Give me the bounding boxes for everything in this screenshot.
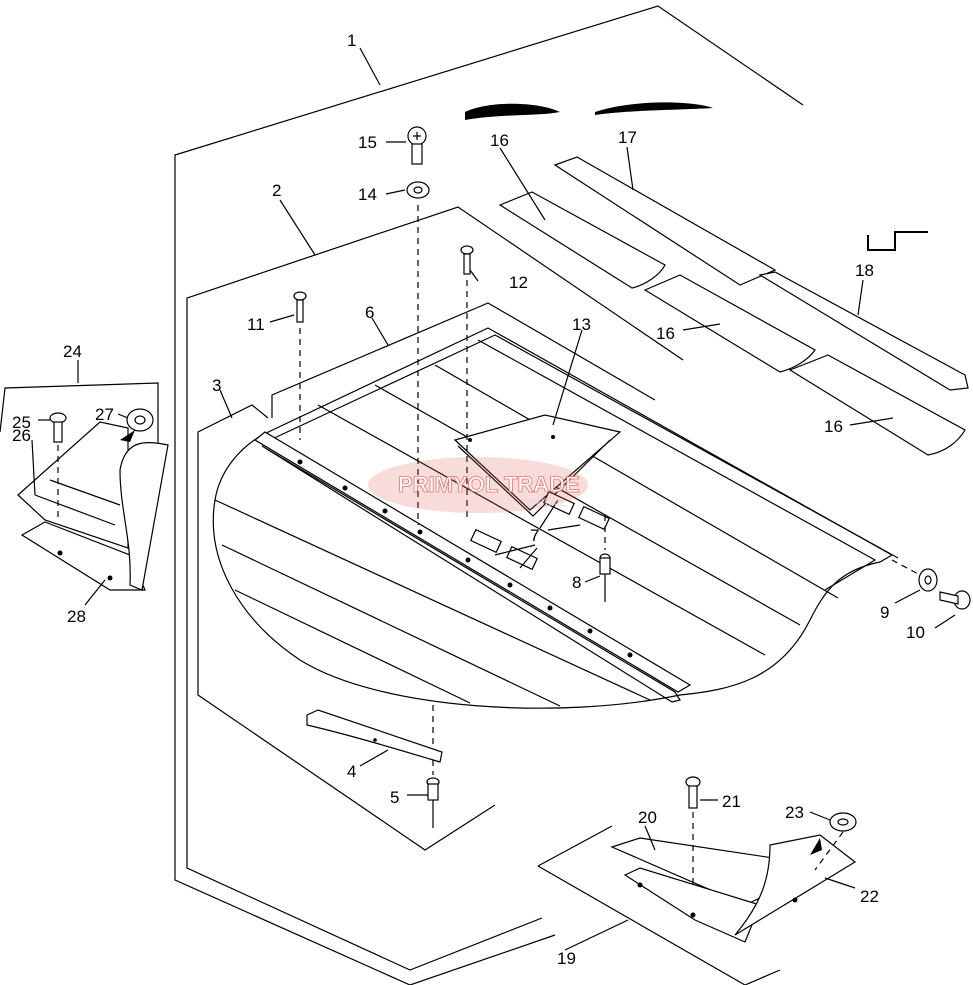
callout-8: 8 (572, 573, 581, 592)
callout-20: 20 (638, 808, 657, 827)
right-subassembly (537, 776, 857, 985)
assembly-boundary-1 (174, 5, 804, 985)
floor-panel (212, 327, 899, 709)
leader-lines (31, 47, 956, 951)
callout-16b: 16 (656, 324, 675, 343)
callout-7: 7 (530, 526, 539, 545)
inspection-plate (453, 414, 622, 517)
clips (469, 490, 611, 571)
profile-rail-18 (758, 231, 969, 391)
seal-strip-16a (498, 191, 666, 289)
seal-strip-16b (643, 274, 816, 373)
callout-11: 11 (247, 315, 265, 334)
seal-strip-16c (788, 354, 966, 456)
callout-28: 28 (67, 607, 86, 626)
seal-strip-17 (553, 156, 777, 286)
watermark-text: PRIMYOL TRADE (398, 472, 580, 497)
pin-5 (426, 777, 440, 828)
left-subassembly (0, 382, 169, 591)
assembly-axes (299, 205, 921, 775)
bolt-10 (939, 590, 971, 610)
callout-27: 27 (95, 405, 114, 424)
assembly-boundary-2 (186, 206, 684, 971)
seal-caps (465, 102, 713, 120)
callout-26: 26 (12, 426, 31, 445)
callout-14: 14 (358, 185, 377, 204)
callout-16a: 16 (490, 131, 509, 150)
watermark: PRIMYOL TRADE DETAIL (368, 457, 588, 513)
callout-2: 2 (272, 181, 281, 200)
callout-22: 22 (860, 887, 879, 906)
washer-9 (918, 568, 938, 592)
callout-18: 18 (855, 261, 874, 280)
assembly-boundary-6 (271, 302, 656, 418)
callout-5: 5 (390, 788, 399, 807)
callout-13: 13 (572, 315, 591, 334)
pin-8 (599, 553, 611, 602)
callout-25: 25 (12, 413, 31, 432)
callout-24: 24 (63, 342, 82, 361)
callout-12: 12 (509, 273, 528, 292)
callout-10: 10 (906, 623, 925, 642)
callout-19: 19 (557, 949, 576, 968)
screw-12 (460, 245, 474, 275)
callout-6: 6 (365, 303, 374, 322)
callout-21: 21 (722, 792, 741, 811)
callout-3: 3 (212, 376, 221, 395)
wear-strip-4 (306, 709, 443, 763)
nut-14 (406, 181, 430, 199)
screw-11 (293, 291, 307, 323)
rivet-holes (297, 459, 633, 658)
callout-4: 4 (347, 762, 356, 781)
callout-labels: 1 2 3 4 5 6 7 8 9 10 11 12 13 14 15 16 1… (12, 31, 925, 968)
callout-15: 15 (358, 133, 377, 152)
callout-9: 9 (880, 603, 889, 622)
bolt-15 (407, 126, 427, 165)
callout-1: 1 (347, 31, 356, 50)
callout-17: 17 (618, 128, 637, 147)
callout-16c: 16 (824, 417, 843, 436)
callout-23: 23 (785, 803, 804, 822)
watermark-sub: DETAIL (528, 497, 566, 509)
assembly-boundary-3 (197, 404, 496, 851)
